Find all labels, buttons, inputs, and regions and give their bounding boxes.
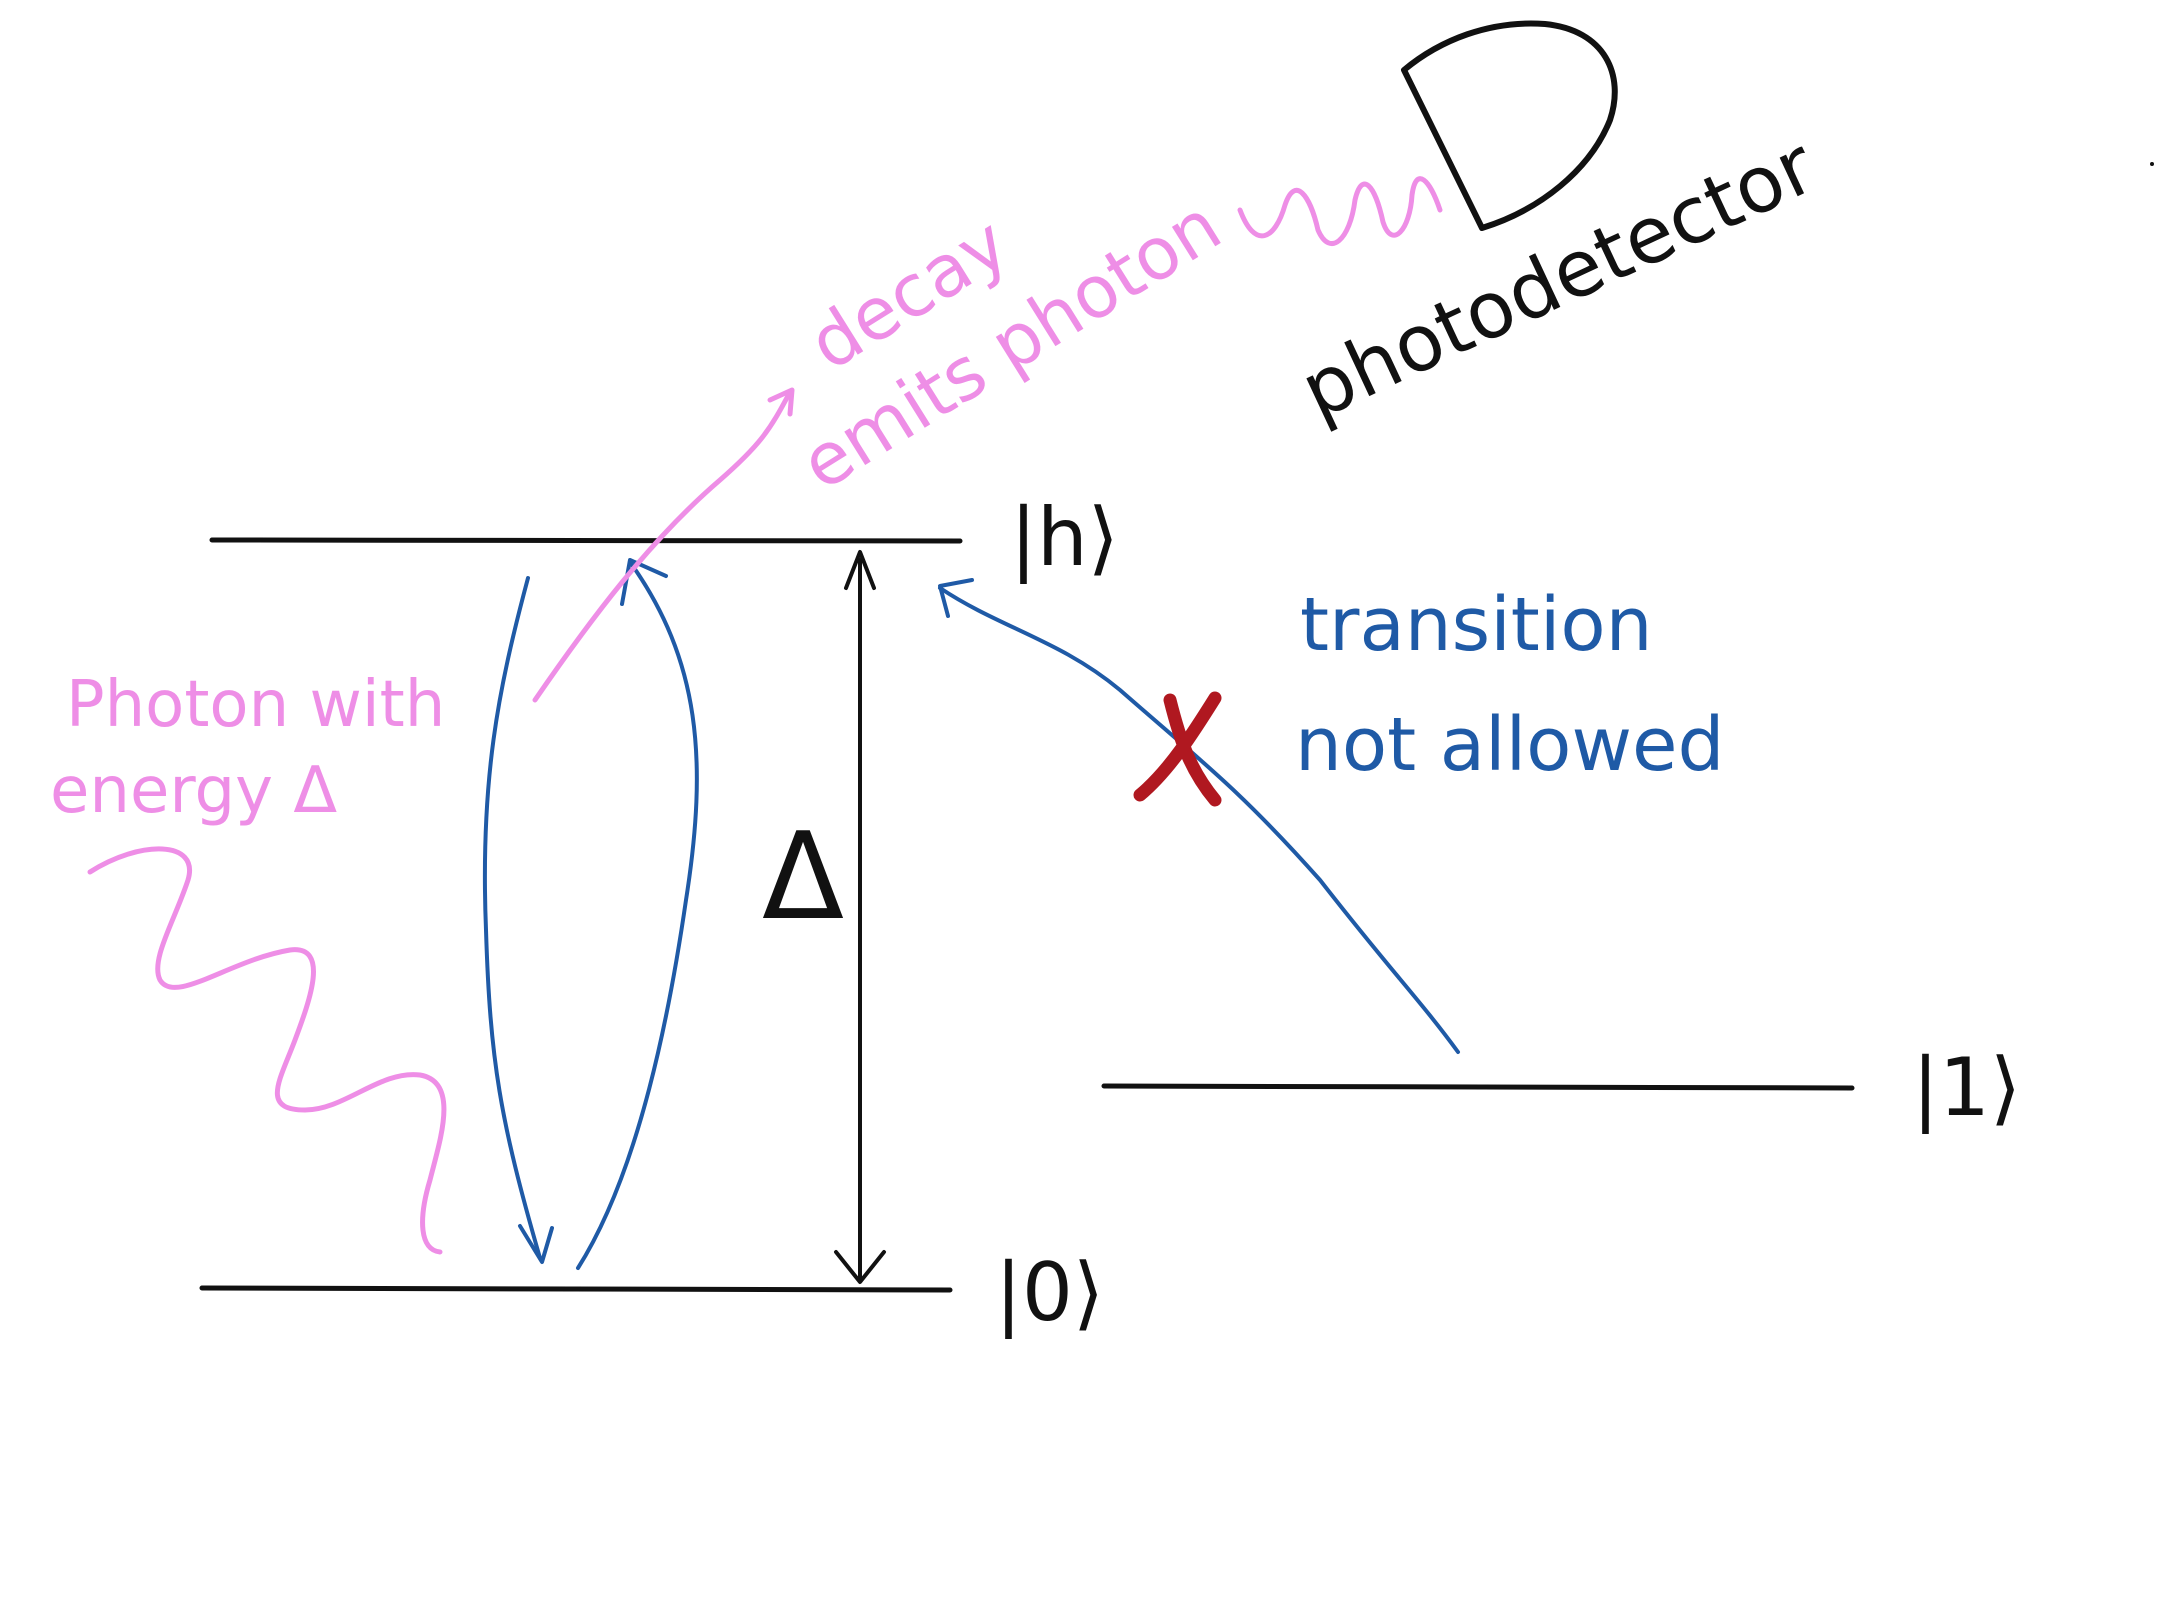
forbidden-label-line1: transition bbox=[1300, 582, 1653, 668]
level-0-line bbox=[199, 1285, 953, 1293]
photon-in-label-line1: Photon with bbox=[66, 668, 445, 742]
state-label-h: |h⟩ bbox=[1010, 491, 1119, 585]
state-label-1: |1⟩ bbox=[1912, 1041, 2021, 1135]
forbidden-x-mark bbox=[1133, 691, 1222, 807]
forbidden-label-line2: not allowed bbox=[1295, 702, 1724, 788]
forbidden-transition-arrow bbox=[938, 578, 1460, 1054]
photodetector-label: photodetector bbox=[1288, 121, 1829, 437]
stray-dot bbox=[2150, 162, 2154, 166]
photon-in-label-line2: energy Δ bbox=[50, 754, 337, 828]
incoming-photon-wave bbox=[87, 846, 447, 1255]
energy-gap-arrow bbox=[834, 550, 886, 1284]
state-label-0: |0⟩ bbox=[995, 1246, 1104, 1340]
level-1-line bbox=[1101, 1083, 1855, 1091]
emitted-photon-arrow bbox=[532, 387, 795, 703]
photodetector-icon bbox=[1401, 20, 1618, 231]
outgoing-photon-wave bbox=[1237, 176, 1443, 246]
energy-gap-label: Δ bbox=[762, 808, 844, 947]
absorption-decay-arrows bbox=[482, 558, 699, 1270]
level-h-line bbox=[209, 537, 963, 544]
